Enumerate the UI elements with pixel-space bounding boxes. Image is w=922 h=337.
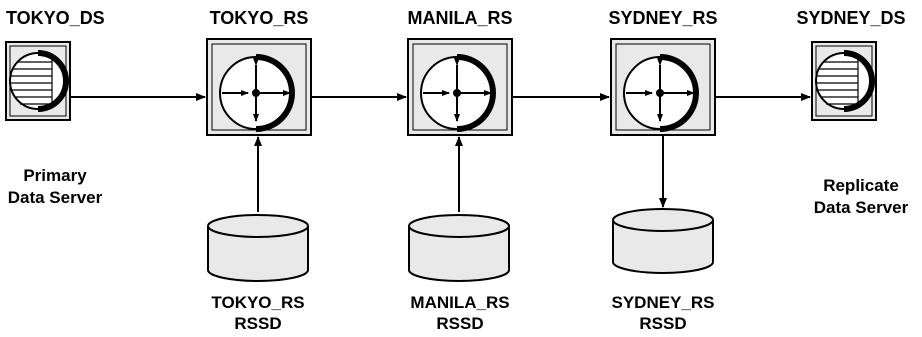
manila-rssd-database-icon (408, 214, 510, 282)
tokyo-rs-server-icon (206, 38, 312, 136)
tokyo-rssd-label-line1: TOKYO_RS (211, 293, 305, 312)
sydney-rs-title: SYDNEY_RS (608, 8, 718, 28)
sydney-rssd-database-icon (612, 208, 714, 274)
tokyo-rssd-database-icon (207, 214, 309, 282)
tokyo-ds-server-icon (5, 41, 71, 121)
tokyo-ds-caption-line1: Primary (23, 166, 87, 185)
tokyo-rssd-label-line2: RSSD (234, 314, 282, 333)
tokyo-rs-title: TOKYO_RS (209, 8, 309, 28)
manila-rssd-label-line1: MANILA_RS (410, 293, 510, 312)
manila-rs-server-icon (407, 38, 513, 136)
sydney-ds-server-icon (811, 41, 877, 121)
tokyo-ds-title: TOKYO_DS (6, 8, 105, 28)
manila-rs-title: MANILA_RS (407, 8, 513, 28)
sydney-ds-caption-line2: Data Server (813, 198, 909, 217)
sydney-rssd-label-line1: SYDNEY_RS (611, 293, 715, 312)
sydney-ds-title: SYDNEY_DS (796, 8, 906, 28)
tokyo-ds-caption-line2: Data Server (7, 188, 103, 207)
sydney-rssd-label-line2: RSSD (639, 314, 687, 333)
sydney-ds-caption-line1: Replicate (823, 176, 899, 195)
sydney-rs-server-icon (610, 38, 716, 136)
manila-rssd-label-line2: RSSD (436, 314, 484, 333)
